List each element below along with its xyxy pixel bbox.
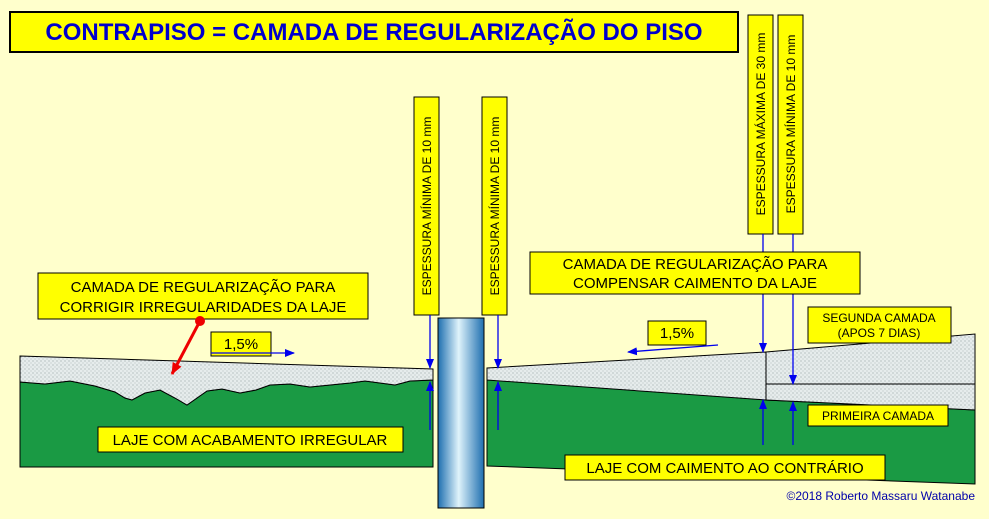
thickness-label-3: ESPESSURA MÍNIMA DE 10 mm (777, 14, 804, 235)
thickness-label-max: ESPESSURA MÁXIMA DE 30 mm (747, 14, 774, 235)
svg-text:ESPESSURA MÁXIMA DE 30 mm: ESPESSURA MÁXIMA DE 30 mm (753, 33, 768, 216)
svg-text:ESPESSURA MÍNIMA DE 10 mm: ESPESSURA MÍNIMA DE 10 mm (487, 117, 502, 296)
svg-text:1,5%: 1,5% (660, 325, 694, 342)
svg-text:CAMADA DE REGULARIZAÇÃO PARA: CAMADA DE REGULARIZAÇÃO PARA (71, 279, 336, 296)
slope-label-right: 1,5% (647, 320, 707, 346)
pipe (437, 317, 485, 509)
left-layer-label: CAMADA DE REGULARIZAÇÃO PARA CORRIGIR IR… (37, 272, 369, 320)
svg-text:SEGUNDA CAMADA: SEGUNDA CAMADA (822, 311, 935, 325)
slab-label-right: LAJE COM CAIMENTO AO CONTRÁRIO (564, 454, 886, 481)
svg-text:ESPESSURA MÍNIMA DE 10 mm: ESPESSURA MÍNIMA DE 10 mm (419, 117, 434, 296)
right-layer-label: CAMADA DE REGULARIZAÇÃO PARA COMPENSAR C… (529, 251, 861, 295)
copyright: ©2018 Roberto Massaru Watanabe (786, 489, 975, 503)
svg-text:COMPENSAR CAIMENTO DA LAJE: COMPENSAR CAIMENTO DA LAJE (573, 275, 817, 292)
slope-label-left: 1,5% (210, 331, 272, 357)
svg-text:CORRIGIR IRREGULARIDADES DA LA: CORRIGIR IRREGULARIDADES DA LAJE (60, 299, 347, 316)
svg-text:CAMADA DE REGULARIZAÇÃO PARA: CAMADA DE REGULARIZAÇÃO PARA (563, 256, 828, 273)
title-box: CONTRAPISO = CAMADA DE REGULARIZAÇÃO DO … (9, 11, 739, 53)
first-layer-shape (765, 383, 976, 411)
red-pointer (170, 316, 205, 375)
page-title: CONTRAPISO = CAMADA DE REGULARIZAÇÃO DO … (45, 18, 702, 46)
left-screed-layer (19, 355, 434, 406)
second-layer-label: SEGUNDA CAMADA (APOS 7 DIAS) (807, 306, 952, 344)
svg-text:LAJE COM CAIMENTO AO CONTRÁRIO: LAJE COM CAIMENTO AO CONTRÁRIO (586, 460, 863, 477)
slab-label-left: LAJE COM ACABAMENTO IRREGULAR (97, 426, 404, 453)
svg-text:ESPESSURA MÍNIMA DE 10 mm: ESPESSURA MÍNIMA DE 10 mm (783, 35, 798, 214)
svg-text:LAJE COM ACABAMENTO IRREGULAR: LAJE COM ACABAMENTO IRREGULAR (113, 432, 388, 449)
first-layer-label: PRIMEIRA CAMADA (807, 404, 949, 427)
left-slab (19, 379, 434, 468)
thickness-label-1: ESPESSURA MÍNIMA DE 10 mm (413, 96, 440, 316)
svg-text:1,5%: 1,5% (224, 336, 258, 353)
svg-text:(APOS 7 DIAS): (APOS 7 DIAS) (838, 326, 921, 340)
slope-arrow-right (627, 344, 719, 356)
thickness-label-2: ESPESSURA MÍNIMA DE 10 mm (481, 96, 508, 316)
svg-text:PRIMEIRA CAMADA: PRIMEIRA CAMADA (822, 409, 934, 423)
